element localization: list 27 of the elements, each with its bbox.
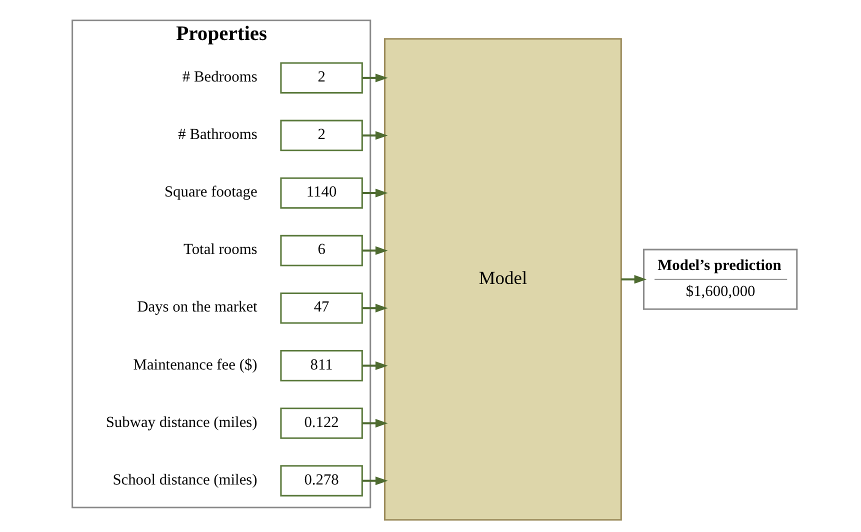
arrow xyxy=(362,131,388,140)
node-label: Total rooms xyxy=(184,241,258,258)
node-label: School distance (miles) xyxy=(112,471,258,488)
node-label: Subway distance (miles) xyxy=(106,414,258,431)
node-box: Model’s prediction $1,600,000 xyxy=(642,248,798,310)
arrow xyxy=(621,275,647,284)
arrow xyxy=(362,246,388,255)
arrow xyxy=(362,361,388,370)
node-box: 47 xyxy=(280,292,363,324)
node-label: Maintenance fee ($) xyxy=(133,356,258,374)
node-box: 2 xyxy=(280,120,363,152)
node-label: # Bathrooms xyxy=(178,126,258,144)
node-label: Square footage xyxy=(164,184,258,201)
arrow xyxy=(362,418,388,428)
arrow xyxy=(362,188,388,198)
arrow xyxy=(362,304,388,312)
node-box: 0.278 xyxy=(280,465,363,496)
node-box: 1140 xyxy=(280,177,363,209)
node-box: 6 xyxy=(280,234,363,266)
arrow xyxy=(362,74,388,82)
node-label: Days on the market xyxy=(137,298,258,316)
arrow xyxy=(362,476,388,486)
node-box: 811 xyxy=(280,350,363,382)
node-box: 0.122 xyxy=(280,408,363,439)
node-label: # Bedrooms xyxy=(182,68,258,86)
node-box: Model xyxy=(384,38,622,521)
node-box: 2 xyxy=(280,62,363,94)
